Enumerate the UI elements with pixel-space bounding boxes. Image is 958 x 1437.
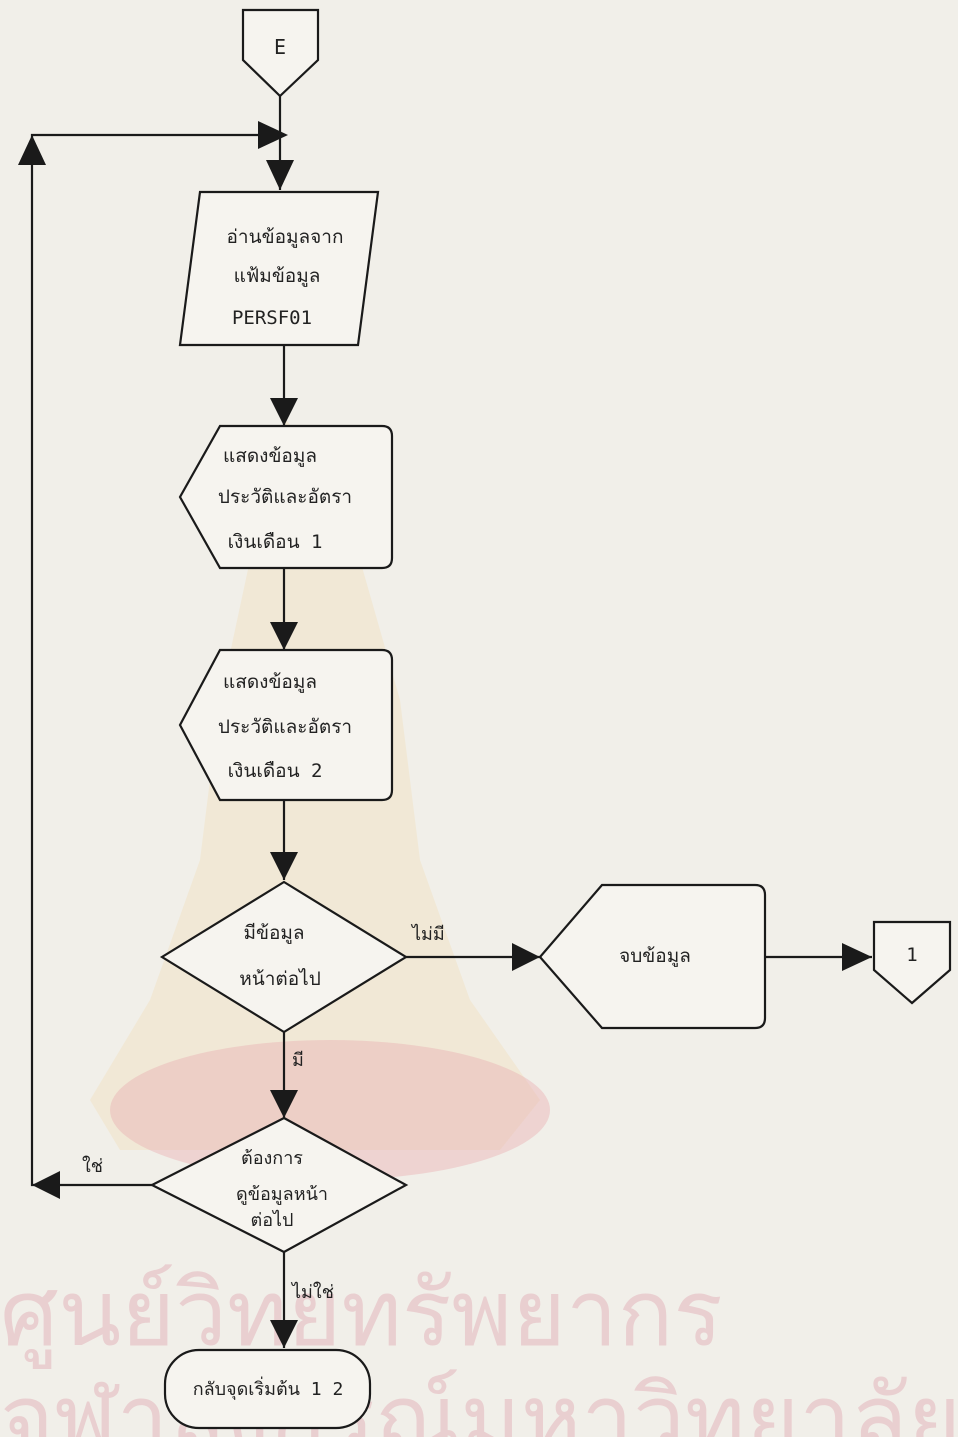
arrow-to-display1 (270, 398, 298, 426)
decision2-no-label: ไม่ใช่ (290, 1281, 334, 1303)
display2-line-3: เงินเดือน 2 (228, 760, 323, 782)
display2-line-1: แสดงข้อมูล (223, 671, 317, 693)
display1-line-2: ประวัติและอัตรา (218, 486, 352, 508)
watermark: ศูนย์วิทยทรัพยากร จุฬาลงกรณ์มหาวิทยาลัย (0, 420, 958, 1437)
arrow-to-decision1 (270, 852, 298, 880)
arrow-left-yes (32, 1171, 60, 1199)
arrow-to-display2 (270, 622, 298, 650)
flow-line-loop-back (30, 133, 284, 1187)
display-history-1: แสดงข้อมูล ประวัติและอัตรา เงินเดือน 1 (178, 424, 394, 570)
arrow-to-connector-1 (842, 943, 872, 971)
connector-e: E (241, 8, 320, 98)
input-line-3: PERSF01 (232, 307, 312, 329)
watermark-line-1: ศูนย์วิทยทรัพยากร (0, 1260, 723, 1369)
display-end-of-data: จบข้อมูล (538, 883, 767, 1030)
terminal-label: กลับจุดเริ่มต้น 1 2 (193, 1376, 344, 1400)
arrow-to-end-display (512, 943, 540, 971)
end-display-label: จบข้อมูล (619, 945, 691, 967)
arrow-to-terminal (270, 1320, 298, 1348)
terminal-return-start: กลับจุดเริ่มต้น 1 2 (163, 1348, 372, 1430)
arrow-to-input (266, 160, 294, 190)
decision1-yes-label: มี (292, 1050, 304, 1071)
display-history-2: แสดงข้อมูล ประวัติและอัตรา เงินเดือน 2 (178, 648, 394, 802)
display1-line-3: เงินเดือน 1 (228, 531, 323, 553)
connector-1-label: 1 (906, 944, 917, 966)
input-line-2: แฟ้มข้อมูล (234, 265, 321, 287)
display1-line-1: แสดงข้อมูล (223, 445, 317, 467)
input-line-1: อ่านข้อมูลจาก (227, 226, 344, 248)
arrow-up-loop (18, 135, 46, 165)
decision1-line-2: หน้าต่อไป (239, 968, 321, 990)
arrow-to-decision2 (270, 1090, 298, 1118)
decision2-yes-label: ใช่ (82, 1155, 103, 1177)
decision2-line-1: ต้องการ (241, 1148, 303, 1169)
input-read-file: อ่านข้อมูลจาก แฟ้มข้อมูล PERSF01 (178, 190, 380, 347)
decision2-line-3: ต่อไป (251, 1209, 294, 1231)
display2-line-2: ประวัติและอัตรา (218, 716, 352, 738)
watermark-line-2: จุฬาลงกรณ์มหาวิทยาลัย (0, 1365, 958, 1437)
decision2-line-2: ดูข้อมูลหน้า (236, 1184, 328, 1205)
decision1-no-label: ไม่มี (410, 923, 445, 945)
connector-1: 1 (872, 920, 952, 1005)
connector-e-label: E (274, 35, 286, 59)
decision-want-next-page: ต้องการ ดูข้อมูลหน้า ต่อไป (149, 1116, 409, 1254)
decision-has-next-page: มีข้อมูล หน้าต่อไป (159, 880, 409, 1034)
decision1-line-1: มีข้อมูล (243, 922, 304, 944)
